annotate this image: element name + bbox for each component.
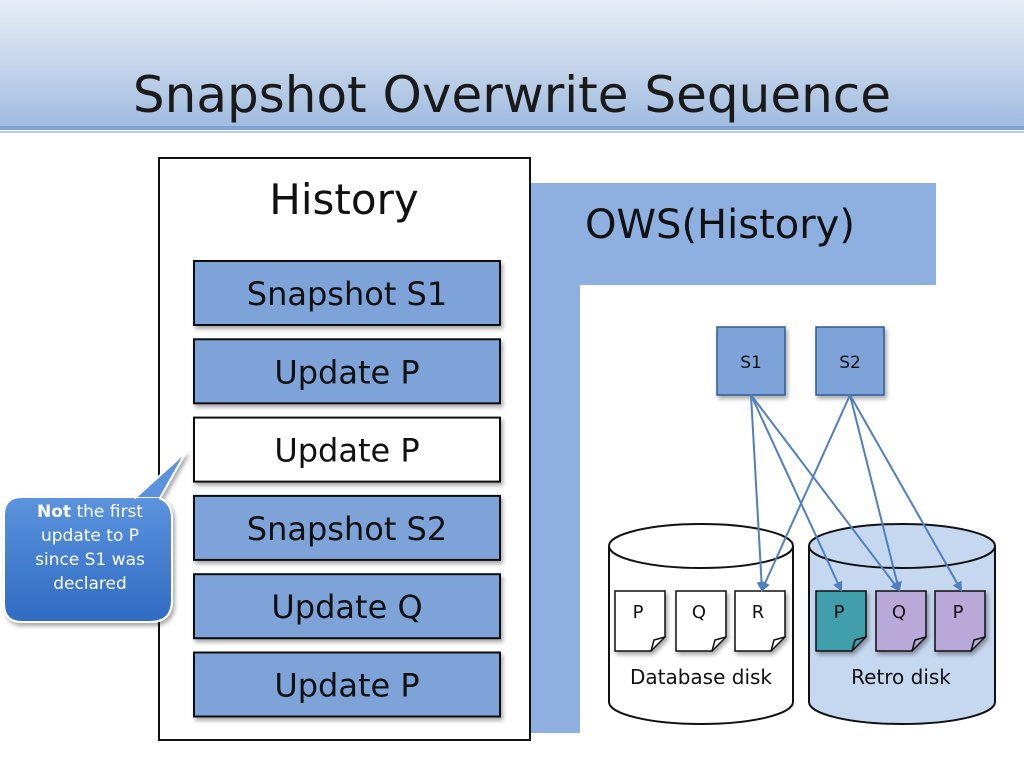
history-item-label: Update P — [274, 667, 419, 705]
page-document — [614, 590, 666, 652]
page-label: R — [752, 602, 765, 623]
callout-line3: since S1 was — [35, 550, 145, 570]
callout-text: Not the first update to P since S1 was d… — [10, 500, 170, 596]
title-banner — [0, 0, 1024, 128]
callout-line1: the first — [71, 502, 143, 522]
page-label: Q — [892, 602, 906, 623]
page-document — [875, 590, 927, 652]
page-document — [934, 590, 986, 652]
history-item-label: Update P — [274, 353, 419, 391]
ows-label: OWS(History) — [585, 202, 855, 248]
title-underline — [0, 126, 1024, 130]
callout-line4: declared — [53, 574, 127, 594]
page-label: P — [834, 602, 845, 623]
history-item-label: Snapshot S1 — [247, 275, 447, 313]
arrow-s2-to-retro-p2 — [849, 394, 962, 592]
history-heading: History — [269, 175, 418, 224]
history-item-label: Snapshot S2 — [247, 510, 447, 548]
history-item — [193, 260, 501, 326]
page-label: Q — [692, 602, 706, 623]
history-item — [193, 416, 501, 483]
history-item — [193, 494, 501, 561]
arrow-s2-to-retro-q — [849, 394, 902, 592]
snapshot-s2-label: S2 — [839, 353, 861, 373]
arrow-s1-to-retro-q — [750, 394, 901, 592]
arrow-s2-to-db-r — [760, 394, 851, 592]
slide-title: Snapshot Overwrite Sequence — [132, 66, 892, 124]
page-label: P — [633, 602, 644, 623]
retro-disk-label: Retro disk — [851, 665, 951, 689]
not-first-update-callout — [3, 451, 187, 623]
history-item — [193, 573, 501, 640]
title-underline-light — [0, 131, 1024, 133]
ows-band — [508, 183, 936, 733]
history-item — [193, 338, 501, 405]
snapshot-arrows — [750, 394, 962, 592]
page-document — [734, 590, 786, 652]
arrow-s1-to-db-r — [750, 394, 767, 592]
snapshot-s1-label: S1 — [740, 353, 762, 373]
callout-line2: update to P — [40, 526, 140, 546]
database-disk-label: Database disk — [630, 665, 772, 689]
arrow-s1-to-retro-p — [750, 394, 843, 592]
snapshot-s1-box — [716, 326, 786, 396]
page-document — [675, 590, 727, 652]
history-item — [193, 651, 501, 718]
history-item-label: Update P — [274, 432, 419, 470]
history-item-label: Update Q — [271, 588, 422, 626]
page-document — [815, 590, 867, 652]
page-label: P — [953, 602, 964, 623]
callout-bold: Not — [37, 502, 72, 522]
